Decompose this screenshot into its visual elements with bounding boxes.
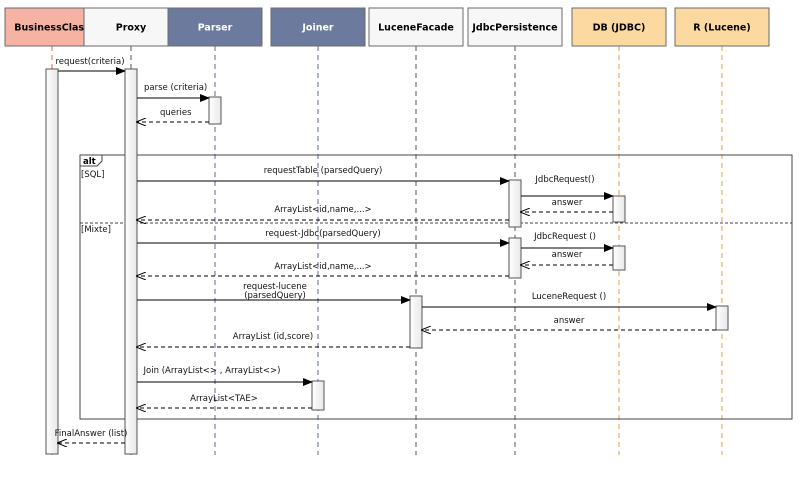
participant-r[interactable]: R (Lucene) (674, 7, 770, 47)
proxy-activation (124, 68, 138, 455)
jdbcpersistence-activation-2 (508, 237, 522, 279)
participant-box (4, 7, 100, 47)
participant-proxy[interactable]: Proxy (83, 7, 179, 47)
message-label: answer (554, 316, 585, 326)
message-label: ArrayList<TAE> (190, 394, 258, 404)
message-3[interactable]: queries (137, 108, 209, 122)
db-activation-2 (612, 245, 626, 271)
alt-frame-tag-box (80, 155, 103, 167)
message-label: request(criteria) (55, 57, 124, 67)
alt-frame (79, 154, 793, 420)
message-9[interactable]: JdbcRequest () (521, 232, 614, 252)
participant-box (270, 7, 366, 47)
message-label: Join (ArrayList<> , ArrayList<>) (143, 366, 281, 376)
message-label: ArrayList<id,name,...> (274, 205, 371, 215)
lucenefacade-activation (409, 295, 423, 349)
message-label: FinalAnswer (list) (55, 429, 128, 439)
participant-label: Parser (198, 23, 233, 34)
participant-label: DB (JDBC) (593, 23, 646, 34)
jdbcpersistence-activation-1 (508, 179, 522, 228)
message-8[interactable]: request-Jdbc(parsedQuery) (137, 229, 510, 247)
message-19[interactable]: FinalAnswer (list) (55, 429, 128, 443)
participant-label: Joiner (301, 23, 334, 34)
message-label: answer (552, 250, 583, 260)
message-6[interactable]: answer (521, 198, 613, 212)
participant-box (467, 7, 563, 47)
message-label-continuation: (parsedQuery) (244, 291, 306, 301)
participant-joiner[interactable]: Joiner (270, 7, 366, 47)
message-label: answer (552, 198, 583, 208)
message-14[interactable]: LuceneRequest () (422, 292, 717, 311)
message-12[interactable]: request-lucene (137, 282, 411, 304)
alt-frame-tag: alt (83, 157, 96, 167)
alt-guard-sql: [SQL] (81, 170, 104, 180)
participant-label: BusinessClass (14, 23, 90, 34)
participant-lucenefacade[interactable]: LuceneFacade (368, 7, 464, 47)
message-label: ArrayList<id,name,...> (274, 262, 371, 272)
participant-label: JdbcPersistence (471, 23, 557, 34)
participant-label: Proxy (116, 23, 147, 34)
participant-jdbcpersistence[interactable]: JdbcPersistence (467, 7, 563, 47)
message-label: queries (160, 108, 192, 118)
message-5[interactable]: JdbcRequest() (521, 175, 614, 200)
participant-box (674, 7, 770, 47)
message-label: parse (criteria) (144, 83, 207, 93)
message-4[interactable]: requestTable (parsedQuery) (137, 166, 510, 185)
message-label: LuceneRequest () (532, 292, 606, 302)
message-2[interactable]: parse (criteria) (137, 83, 210, 102)
message-10[interactable]: answer (521, 250, 613, 265)
message-label: request-lucene (243, 282, 307, 292)
r-activation (715, 305, 729, 331)
message-label: JdbcRequest () (533, 232, 596, 242)
participant-parser[interactable]: Parser (167, 7, 263, 47)
message-16[interactable]: ArrayList (id,score) (137, 332, 410, 347)
participant-box (83, 7, 179, 47)
message-18[interactable]: ArrayList<TAE> (137, 394, 312, 408)
participant-box (571, 7, 667, 47)
participant-businessclass[interactable]: BusinessClass (4, 7, 100, 47)
participant-label: R (Lucene) (693, 23, 750, 34)
message-label: requestTable (parsedQuery) (264, 166, 383, 176)
message-11[interactable]: ArrayList<id,name,...> (137, 262, 509, 276)
businessclass-activation (45, 68, 59, 455)
joiner-activation (311, 380, 325, 411)
participant-box (167, 7, 263, 47)
message-label: JdbcRequest() (534, 175, 594, 185)
message-1[interactable]: request(criteria) (55, 57, 126, 75)
db-activation-1 (612, 195, 626, 223)
parser-activation (208, 96, 222, 125)
message-label: ArrayList (id,score) (233, 332, 313, 342)
message-15[interactable]: answer (422, 316, 716, 330)
message-17[interactable]: Join (ArrayList<> , ArrayList<>) (137, 366, 313, 386)
participant-db[interactable]: DB (JDBC) (571, 7, 667, 47)
message-7[interactable]: ArrayList<id,name,...> (137, 205, 509, 220)
participant-label: LuceneFacade (378, 23, 454, 34)
message-label: request-Jdbc(parsedQuery) (265, 229, 380, 239)
alt-guard-mixte: [Mixte] (81, 225, 111, 235)
participant-box (368, 7, 464, 47)
